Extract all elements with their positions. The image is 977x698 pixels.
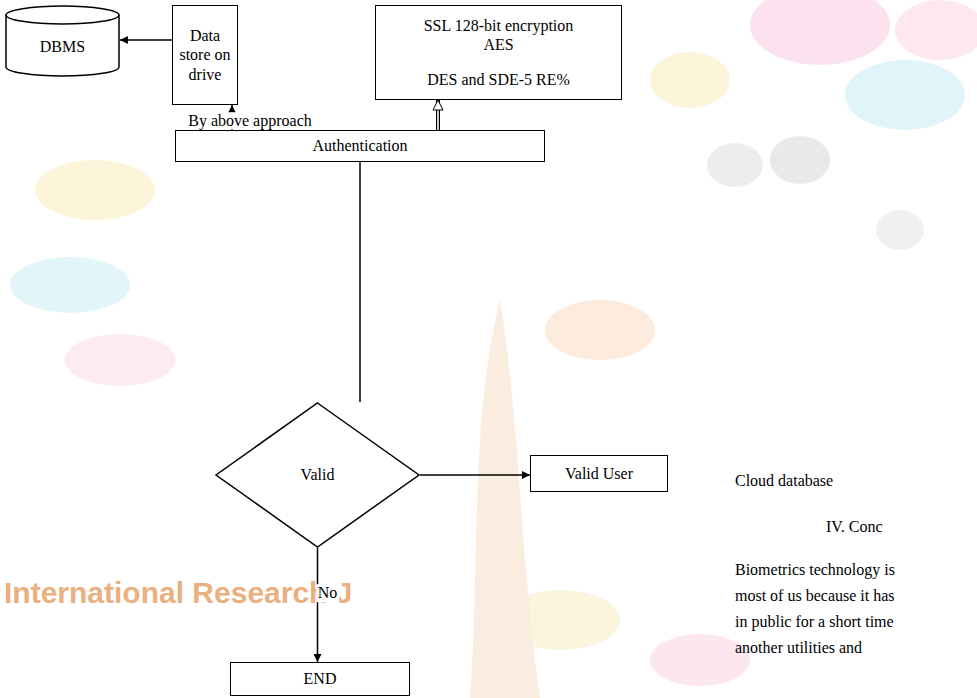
- encryption-box: SSL 128-bit encryption AES DES and SDE-5 …: [375, 5, 622, 100]
- node-text: SSL 128-bit encryption AES: [411, 16, 586, 54]
- connector-arrow: [420, 474, 530, 476]
- edge-label: No: [316, 584, 340, 602]
- node-text: Data store on drive: [177, 26, 233, 84]
- connector-arrow: [120, 39, 172, 41]
- decision-diamond: Valid: [215, 402, 420, 548]
- body-text: Biometrics technology is: [735, 561, 895, 579]
- storage-box: Data store on drive: [172, 5, 238, 105]
- watermark: International Research J: [4, 576, 352, 609]
- node-text: END: [304, 669, 337, 688]
- node-text: Valid: [301, 465, 335, 484]
- node-text: Valid User: [565, 464, 633, 483]
- node-text: Authentication: [312, 136, 407, 155]
- node-text: DBMS: [40, 37, 85, 56]
- body-text: another utilities and: [735, 639, 862, 657]
- connector-arrow: [359, 162, 361, 402]
- body-text: most of us because it has: [735, 587, 895, 605]
- connector-outline: [436, 100, 440, 130]
- body-text: in public for a short time: [735, 613, 894, 631]
- double-arrow: [437, 100, 439, 130]
- node-text: DES and SDE-5 RE%: [427, 70, 570, 89]
- section-heading: IV. Conc: [826, 518, 883, 536]
- process-box: Authentication: [175, 130, 545, 162]
- terminal-box: END: [230, 662, 410, 696]
- database-cylinder: DBMS: [5, 5, 120, 77]
- edge-label: By above approach: [186, 112, 314, 130]
- result-box: Valid User: [530, 455, 668, 492]
- side-text: Cloud database: [735, 472, 833, 490]
